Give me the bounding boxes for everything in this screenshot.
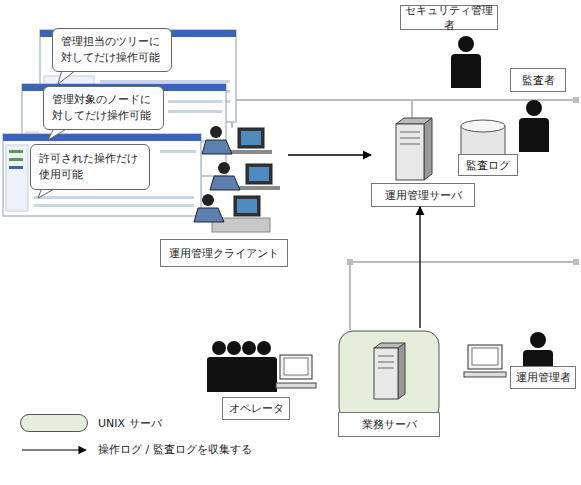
server-side xyxy=(398,343,405,399)
node-label: 監査者 xyxy=(522,73,555,88)
server-slot xyxy=(378,368,394,369)
callout-bubble: 管理担当のツリーに対してだけ操作可能 xyxy=(52,28,172,72)
person-head xyxy=(210,126,222,138)
tree-pane xyxy=(6,145,28,211)
callout-text: 管理担当のツリーに対してだけ操作可能 xyxy=(61,34,163,66)
network-end xyxy=(573,259,579,265)
role-label: 監査者 xyxy=(510,68,566,92)
node-label: オペレータ xyxy=(229,401,284,416)
monitor-screen xyxy=(249,167,269,181)
person-body xyxy=(194,208,224,222)
person-head xyxy=(526,100,542,116)
role-label: 運用管理者 xyxy=(510,366,576,389)
node-label: セキュリティ管理者 xyxy=(401,3,497,33)
monitor-screen xyxy=(284,358,308,375)
person-group-body xyxy=(207,357,277,392)
server-slot xyxy=(378,356,394,357)
person-head xyxy=(212,341,226,355)
server-side xyxy=(424,118,432,180)
server-slot xyxy=(400,144,420,145)
list-row xyxy=(100,80,230,83)
person-head xyxy=(530,332,546,348)
legend-swatch xyxy=(20,414,88,432)
network-end xyxy=(347,259,353,265)
node-label: 業務サーバ xyxy=(338,412,440,437)
monitor-icon xyxy=(280,355,312,379)
monitor-screen xyxy=(237,199,257,213)
monitor-icon xyxy=(234,196,260,216)
tree-item xyxy=(9,166,23,169)
person-head xyxy=(227,341,241,355)
server-icon xyxy=(374,348,398,399)
keyboard-icon xyxy=(276,383,316,388)
callout-bubble: 管理対象のノードに対してだけ操作可能 xyxy=(43,86,164,130)
tree-item xyxy=(9,158,23,161)
list-row xyxy=(34,196,194,199)
storage-cylinder-top xyxy=(461,120,505,132)
person-head xyxy=(218,162,230,174)
network-end xyxy=(573,97,579,103)
person-head xyxy=(458,36,474,52)
list-row xyxy=(34,204,194,207)
desk-icon xyxy=(236,186,280,190)
role-label: セキュリティ管理者 xyxy=(400,5,498,30)
tree-item xyxy=(9,150,23,153)
server-slot xyxy=(400,138,420,139)
server-slot xyxy=(378,362,394,363)
network-line xyxy=(349,262,351,330)
person-body xyxy=(210,176,240,190)
network-line xyxy=(411,100,413,120)
node-label: 運用管理クライアント xyxy=(160,239,288,267)
callout-text: 管理対象のノードに対してだけ操作可能 xyxy=(52,92,155,124)
person-body xyxy=(202,140,232,154)
monitor-screen xyxy=(241,131,261,145)
collect-arrow xyxy=(288,154,371,155)
legend-text: 操作ログ / 監査ログを収集する xyxy=(98,442,252,457)
server-slot xyxy=(400,132,420,133)
person-body xyxy=(519,118,549,152)
keyboard-icon xyxy=(464,372,506,377)
person-head xyxy=(242,341,256,355)
server-node: 業務サーバ xyxy=(338,328,440,437)
monitor-icon xyxy=(468,345,502,369)
legend-arrow-sample xyxy=(20,444,88,456)
legend-arrow-line xyxy=(22,449,86,450)
unix-server-band xyxy=(339,331,439,421)
server-node: 運用管理サーバ xyxy=(371,110,475,207)
person-body xyxy=(523,350,553,366)
person-head xyxy=(202,194,214,206)
collect-arrow xyxy=(419,207,420,328)
list-row xyxy=(160,150,196,153)
monitor-icon xyxy=(238,128,264,148)
role-label: オペレータ xyxy=(222,397,290,420)
callout-text: 許可された操作だけ使用可能 xyxy=(39,151,141,183)
storage-label: 監査ログ xyxy=(458,154,518,176)
node-label: 運用管理サーバ xyxy=(371,183,475,207)
list-row xyxy=(168,100,222,103)
list-row xyxy=(168,110,222,113)
network-line xyxy=(232,99,578,101)
monitor-screen xyxy=(472,348,498,365)
node-label: 運用管理者 xyxy=(516,370,571,385)
person-body xyxy=(451,54,481,88)
person-head xyxy=(257,341,271,355)
server-icon xyxy=(396,124,424,180)
callout-tail xyxy=(58,70,76,84)
client-node: 運用管理クライアント xyxy=(160,118,288,267)
legend-text: UNIX サーバ xyxy=(98,416,162,431)
callout-bubble: 許可された操作だけ使用可能 xyxy=(30,144,150,190)
screen-window xyxy=(3,134,201,216)
monitor-icon xyxy=(246,164,272,184)
network-line xyxy=(350,261,578,263)
node-label: 監査ログ xyxy=(466,158,510,173)
window-titlebar xyxy=(3,134,201,141)
desk-icon xyxy=(228,150,272,154)
